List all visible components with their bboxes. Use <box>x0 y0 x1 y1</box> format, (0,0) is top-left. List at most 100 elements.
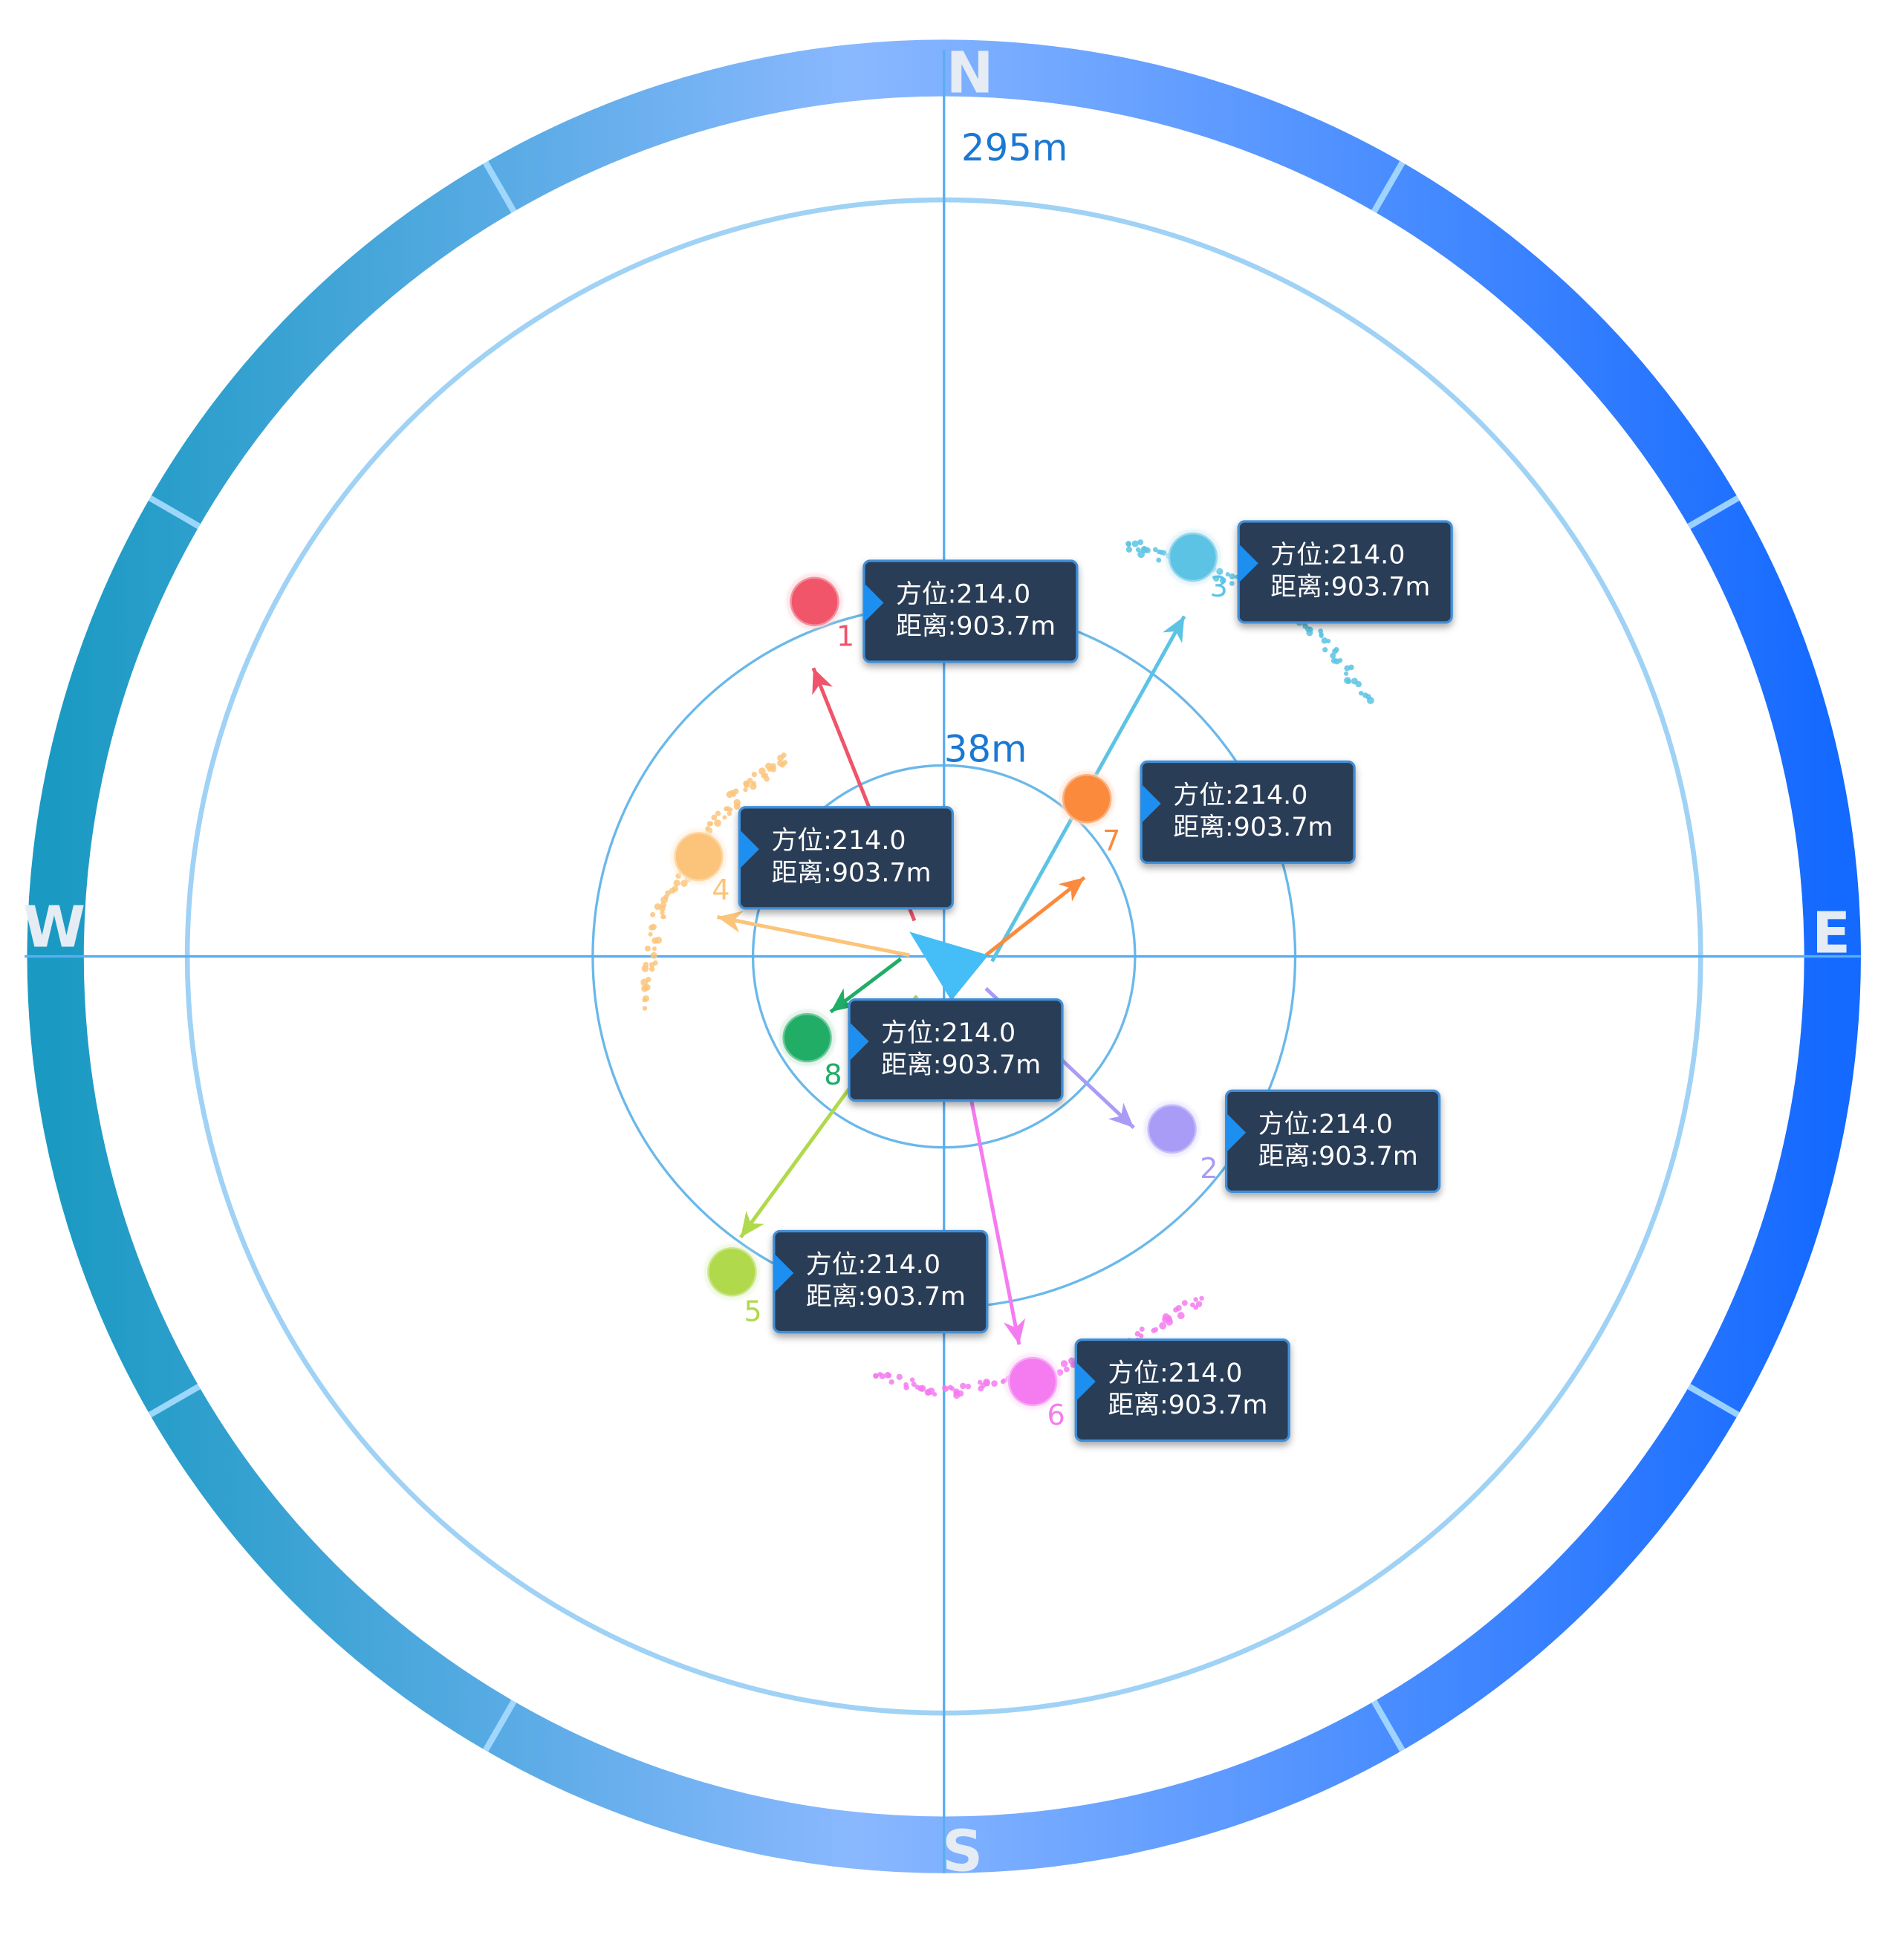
target-number: 8 <box>824 1058 842 1091</box>
trail-point <box>1348 664 1354 671</box>
target-tooltip-6: 方位:214.0距离:903.7m <box>1074 1338 1290 1443</box>
heading-arrow-line <box>984 876 1086 957</box>
compass-south-label: S <box>942 1818 983 1884</box>
trail-point <box>1344 671 1349 676</box>
trail-point <box>641 965 649 972</box>
trail-point <box>1125 546 1133 553</box>
target-6[interactable]: 6 <box>1006 1355 1065 1431</box>
trail-point <box>641 985 649 992</box>
trail-point <box>942 1385 949 1392</box>
trail-point <box>1190 1302 1195 1308</box>
trail-point <box>1152 547 1158 553</box>
target-tooltips: 方位:214.0距离:903.7m方位:214.0距离:903.7m方位:214… <box>738 520 1453 1443</box>
target-8[interactable]: 8 <box>780 1011 842 1091</box>
trail-point <box>711 814 718 821</box>
target-dot[interactable] <box>780 1011 834 1064</box>
tooltip-pointer-icon <box>773 1253 794 1293</box>
trail-point <box>1131 540 1139 547</box>
ring-tick-mark <box>1371 1700 1406 1752</box>
trail-point <box>1318 628 1324 634</box>
heading-arrow-head <box>1108 1102 1134 1128</box>
trail-point <box>706 821 712 827</box>
target-1[interactable]: 1 <box>787 575 854 653</box>
tooltip-distance: 距离:903.7m <box>771 858 931 888</box>
trail-point <box>1322 647 1328 653</box>
target-dot[interactable] <box>1006 1355 1059 1408</box>
trail-point <box>965 1383 972 1390</box>
trail-point <box>1060 1360 1068 1367</box>
tooltip-pointer-icon <box>863 582 884 623</box>
trail-point <box>751 771 758 778</box>
trail-point <box>1321 637 1328 644</box>
trail-point <box>903 1382 909 1388</box>
target-dot[interactable] <box>705 1245 759 1298</box>
trail-point <box>917 1385 924 1392</box>
trail-point <box>1345 678 1352 684</box>
tooltip-box <box>773 1229 989 1334</box>
trail-point <box>758 767 766 775</box>
trail-point <box>777 754 784 761</box>
ring-tick-mark <box>148 495 201 530</box>
target-2[interactable]: 2 <box>1145 1102 1218 1186</box>
trail-point <box>879 1373 886 1379</box>
target-3[interactable]: 3 <box>1166 530 1228 603</box>
tooltip-box <box>1074 1338 1290 1443</box>
trail-point <box>642 998 647 1003</box>
trail-point <box>644 945 651 952</box>
trail-point <box>957 1390 964 1397</box>
trail-point <box>911 1382 917 1388</box>
trail-point <box>654 903 661 911</box>
target-dot[interactable] <box>672 830 726 883</box>
trail-point <box>743 787 748 793</box>
trail-point <box>727 811 732 816</box>
heading-arrow-4 <box>716 911 910 957</box>
trail-point <box>1304 626 1311 632</box>
trail-point <box>642 1006 648 1011</box>
trail-point <box>1199 1295 1204 1301</box>
trail-point <box>650 911 656 917</box>
trail-point <box>714 819 721 827</box>
compass-ring-ticks <box>148 160 1740 1752</box>
trail-point <box>983 1378 990 1386</box>
target-5[interactable]: 5 <box>705 1245 762 1328</box>
trail-point <box>1333 647 1339 653</box>
trail-point <box>672 885 679 892</box>
trail-point <box>1056 1369 1064 1376</box>
tooltip-bearing: 方位:214.0 <box>896 579 1030 609</box>
ring-tick-mark <box>1371 160 1406 213</box>
heading-arrow-line <box>716 915 910 957</box>
trail-point <box>652 946 657 952</box>
tooltip-distance: 距离:903.7m <box>806 1282 966 1312</box>
trail-point <box>1177 1312 1185 1319</box>
compass-west-label: W <box>23 894 85 960</box>
target-dot[interactable] <box>1060 772 1114 825</box>
target-dot[interactable] <box>1145 1102 1199 1156</box>
targets: 1 2 3 4 5 6 7 8 <box>672 530 1228 1431</box>
trail-point <box>1229 581 1235 586</box>
tooltip-pointer-icon <box>848 1021 869 1061</box>
range-labels: 295m 117m 38m <box>943 126 1068 771</box>
trail-point <box>660 896 669 904</box>
trail-point <box>1175 1304 1182 1311</box>
trail-point <box>673 879 680 887</box>
target-4[interactable]: 4 <box>672 830 730 906</box>
trail-point <box>873 1373 879 1379</box>
target-7[interactable]: 7 <box>1060 772 1120 857</box>
target-dot[interactable] <box>1166 530 1220 584</box>
trail-point <box>1181 1300 1188 1306</box>
tooltip-bearing: 方位:214.0 <box>1108 1359 1242 1388</box>
trail-point <box>767 767 773 772</box>
target-dot[interactable] <box>787 575 842 628</box>
target-tooltip-5: 方位:214.0距离:903.7m <box>773 1229 989 1334</box>
trail-point <box>991 1380 998 1387</box>
tooltip-bearing: 方位:214.0 <box>1258 1110 1393 1139</box>
heading-arrow-7 <box>984 876 1086 957</box>
ring-tick-mark <box>483 160 517 213</box>
target-number: 3 <box>1210 570 1228 603</box>
trail-point <box>650 952 657 959</box>
heading-arrow-head <box>1163 616 1185 643</box>
target-number: 2 <box>1200 1152 1218 1185</box>
trail-point <box>779 762 785 768</box>
heading-arrow-head <box>1058 877 1085 902</box>
